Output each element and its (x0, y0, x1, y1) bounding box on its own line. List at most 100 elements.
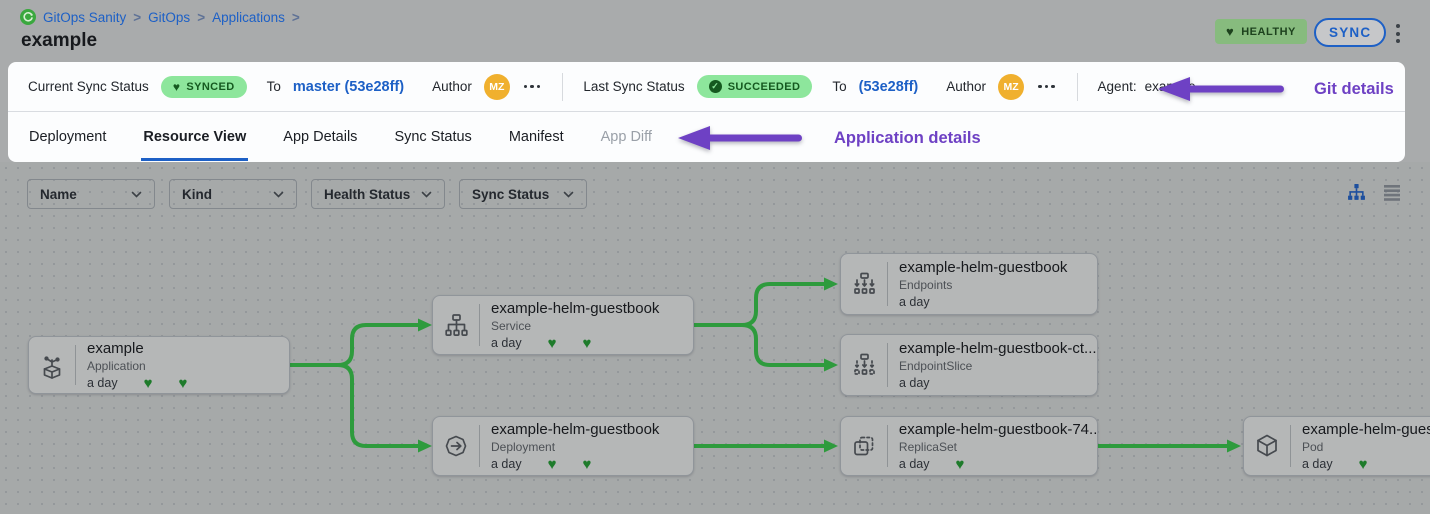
node-age: a day (1302, 457, 1333, 471)
view-toggles (1347, 184, 1401, 202)
breadcrumb-gitops-link[interactable]: GitOps (148, 9, 191, 25)
node-kind: EndpointSlice (898, 359, 973, 373)
tab-resource-view[interactable]: Resource View (141, 112, 249, 161)
resource-node-deployment[interactable]: example-helm-guestbook Deployment a day ♥… (432, 416, 694, 476)
current-revision-link[interactable]: master (53e28ff) (292, 78, 405, 95)
app-tabs: Deployment Resource View App Details Syn… (8, 112, 1405, 161)
name-filter-dropdown[interactable]: Name (27, 179, 155, 209)
endpoints-icon (841, 269, 887, 299)
breadcrumb-separator: > (197, 9, 206, 25)
chevron-down-icon (273, 191, 284, 198)
last-sync-status-label: Last Sync Status (583, 79, 685, 94)
node-age: a day (87, 376, 118, 390)
resource-node-replicaset[interactable]: example-helm-guestbook-74... ReplicaSet … (840, 416, 1098, 476)
more-options-icon[interactable] (1036, 81, 1057, 93)
node-title: example (87, 339, 144, 357)
left-arrow-icon (678, 126, 802, 150)
succeeded-badge: ✓ SUCCEEDED (696, 75, 813, 98)
list-view-icon[interactable] (1383, 184, 1401, 202)
health-heart-icon: ♥ (547, 455, 557, 473)
health-heart-icon: ♥ (955, 455, 965, 473)
resource-node-service[interactable]: example-helm-guestbook Service a day♥♥ (432, 295, 694, 355)
resource-node-application[interactable]: example Application a day ♥ ♥ (28, 336, 290, 394)
divider (479, 304, 480, 346)
sync-button[interactable]: SYNC (1314, 18, 1387, 47)
node-kind: Deployment (491, 439, 556, 454)
node-kind: Application (87, 358, 146, 373)
node-age: a day (491, 457, 522, 471)
chevron-down-icon (131, 191, 142, 198)
left-arrow-icon (1158, 77, 1284, 101)
resource-tree-canvas (0, 162, 1430, 514)
endpointslice-icon (841, 350, 887, 380)
kind-filter-dropdown[interactable]: Kind (169, 179, 297, 209)
node-age: a day (898, 457, 930, 471)
divider (479, 425, 480, 467)
to-label: To (832, 79, 847, 94)
tab-sync-status[interactable]: Sync Status (394, 128, 472, 145)
divider (1290, 425, 1291, 467)
replicaset-icon (841, 431, 887, 461)
health-heart-icon: ♥ (547, 334, 557, 352)
sync-status-filter-dropdown[interactable]: Sync Status (459, 179, 587, 209)
application-details-annotation: Application details (676, 124, 981, 152)
breadcrumb-applications-link[interactable]: Applications (212, 9, 285, 25)
deployment-icon (433, 431, 479, 461)
chevron-down-icon (563, 191, 574, 198)
breadcrumb-separator: > (291, 9, 300, 25)
resource-node-endpoints[interactable]: example-helm-guestbook Endpoints a day (840, 253, 1098, 315)
application-icon (29, 350, 75, 380)
chevron-down-icon (421, 191, 432, 198)
health-status-filter-dropdown[interactable]: Health Status (311, 179, 445, 209)
node-kind: Pod (1302, 439, 1324, 454)
health-status-badge: ♥ HEALTHY (1215, 19, 1307, 44)
kebab-menu-icon[interactable] (1392, 22, 1404, 45)
more-options-icon[interactable] (522, 81, 543, 93)
synced-badge: ♥ SYNCED (160, 75, 247, 98)
tab-app-diff[interactable]: App Diff (600, 128, 652, 145)
tree-view-icon[interactable] (1347, 184, 1366, 202)
sync-heart-icon: ♥ (582, 334, 592, 352)
application-details-label: Application details (834, 128, 981, 147)
resource-node-endpointslice[interactable]: example-helm-guestbook-ct... EndpointSli… (840, 334, 1098, 396)
author-label: Author (946, 79, 987, 94)
divider (887, 262, 888, 306)
pod-icon (1244, 431, 1290, 461)
node-title: example-helm-guestbook-74... (898, 420, 1097, 438)
breadcrumb: GitOps Sanity > GitOps > Applications > (20, 9, 300, 25)
node-age: a day (899, 295, 930, 309)
node-title: example-helm-guestbook-ct... (898, 340, 1097, 357)
tab-deployment[interactable]: Deployment (29, 128, 107, 145)
health-heart-icon: ♥ (1358, 455, 1368, 473)
gitops-logo-icon (20, 9, 36, 25)
author-avatar[interactable]: MZ (998, 73, 1025, 100)
breadcrumb-separator: > (133, 9, 142, 25)
health-heart-icon: ♥ (143, 374, 153, 392)
health-badge-label: HEALTHY (1241, 25, 1296, 38)
node-kind: Endpoints (899, 278, 953, 292)
agent-label: Agent: (1097, 79, 1137, 94)
sync-heart-icon: ♥ (178, 374, 188, 392)
git-details-label: Git details (1314, 79, 1394, 98)
divider (887, 343, 888, 387)
breadcrumb-runtime-link[interactable]: GitOps Sanity (43, 9, 127, 25)
node-kind: Service (491, 318, 532, 333)
node-age: a day (898, 376, 930, 390)
tab-manifest[interactable]: Manifest (508, 128, 564, 145)
node-title: example-helm-guestbook (491, 299, 660, 317)
heart-icon: ♥ (1226, 24, 1235, 39)
last-revision-link[interactable]: (53e28ff) (858, 78, 919, 95)
node-kind: ReplicaSet (898, 439, 957, 454)
current-sync-status-label: Current Sync Status (28, 79, 149, 94)
check-icon: ✓ (708, 80, 722, 93)
divider (75, 345, 76, 385)
node-title: example-helm-guestbook (899, 259, 1068, 276)
filter-bar: Name Kind Health Status Sync Status (27, 179, 587, 209)
service-icon (433, 310, 479, 340)
node-title: example-helm-guestbook (491, 420, 660, 438)
author-avatar[interactable]: MZ (483, 73, 510, 100)
resource-node-pod[interactable]: example-helm-guest Pod a day♥ (1243, 416, 1430, 476)
tab-app-details[interactable]: App Details (283, 128, 358, 145)
page-title: example (21, 30, 98, 51)
